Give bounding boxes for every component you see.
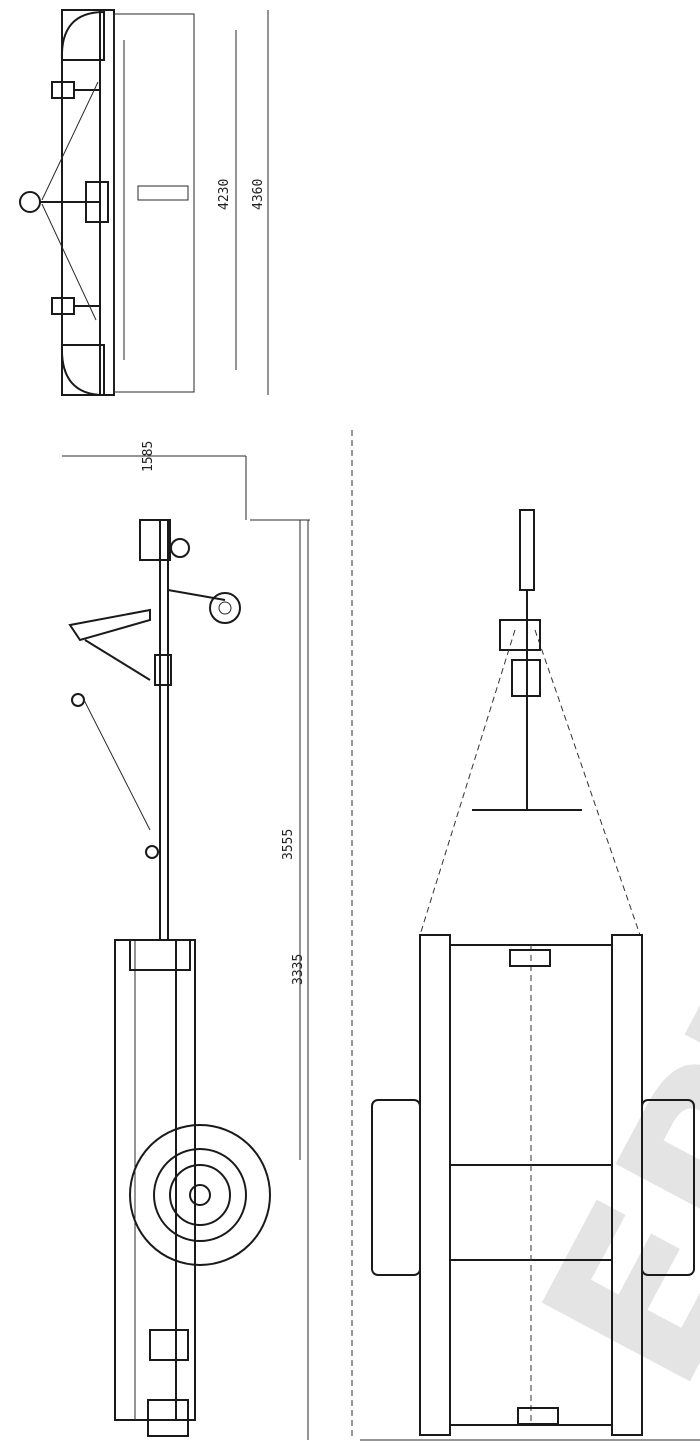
side-view-cable-hook (145, 845, 159, 859)
side-view-coupling-ball (170, 538, 190, 558)
plan-view-front-handle (509, 949, 551, 967)
plan-view-left-fender (371, 1099, 421, 1276)
side-view-jockey-hub (218, 601, 232, 615)
plan-view-jockey (511, 659, 541, 697)
plan-view-rear-handle (517, 1407, 559, 1425)
plan-view-a-frame-right (534, 629, 641, 936)
front-view-dim-4360: 4360 (251, 179, 266, 210)
side-view-dim-3555: 3555 (281, 829, 296, 860)
plan-view-coupling (519, 509, 535, 591)
front-elevation-view: 4230 4360 (19, 9, 269, 397)
watermark: ERTAUTO (493, 265, 700, 1426)
side-view-winch-arm (84, 639, 151, 681)
front-view-chain-bottom (41, 203, 97, 321)
plan-view (351, 430, 700, 1441)
side-view-rear-bracket (149, 1329, 189, 1361)
side-view-jockey-wheel (209, 592, 241, 624)
side-view-wheel-rim (153, 1148, 247, 1242)
plan-view-a-frame-left (419, 629, 516, 936)
side-view-winch-post (68, 608, 151, 642)
front-view-jockey-wheel (19, 191, 41, 213)
plan-view-hitch-block (499, 619, 541, 651)
plan-view-left-rail (419, 934, 451, 1436)
side-view-rear-light (147, 1399, 189, 1437)
side-view-frame (114, 939, 196, 1421)
side-view-winch-cable (83, 699, 151, 831)
watermark-text: ERTAUTO (493, 265, 700, 1426)
side-view-spring (154, 654, 172, 686)
side-view-jockey-leg (167, 589, 226, 601)
side-view-front-bracket (129, 939, 191, 971)
front-view-dim-4230: 4230 (217, 179, 232, 210)
front-view-chain-top (41, 81, 99, 201)
side-view-dim-3335: 3335 (291, 954, 306, 985)
front-view-coupling (85, 181, 109, 223)
side-view-wheel-center (189, 1184, 211, 1206)
side-view-tyre (129, 1124, 271, 1266)
side-view-coupling-head (139, 519, 171, 561)
front-view-fender-bottom (60, 344, 105, 397)
front-view-fender-top (60, 10, 105, 61)
side-elevation-view: 1585 3555 3335 (62, 441, 310, 1440)
side-view-winch-handle (71, 693, 85, 707)
front-view-side-panel (113, 13, 195, 393)
front-view-cross-member (137, 185, 189, 201)
side-view-dim-1585: 1585 (141, 441, 156, 472)
side-view-wheel-hub (169, 1164, 231, 1226)
plan-view-right-fender (641, 1099, 695, 1276)
